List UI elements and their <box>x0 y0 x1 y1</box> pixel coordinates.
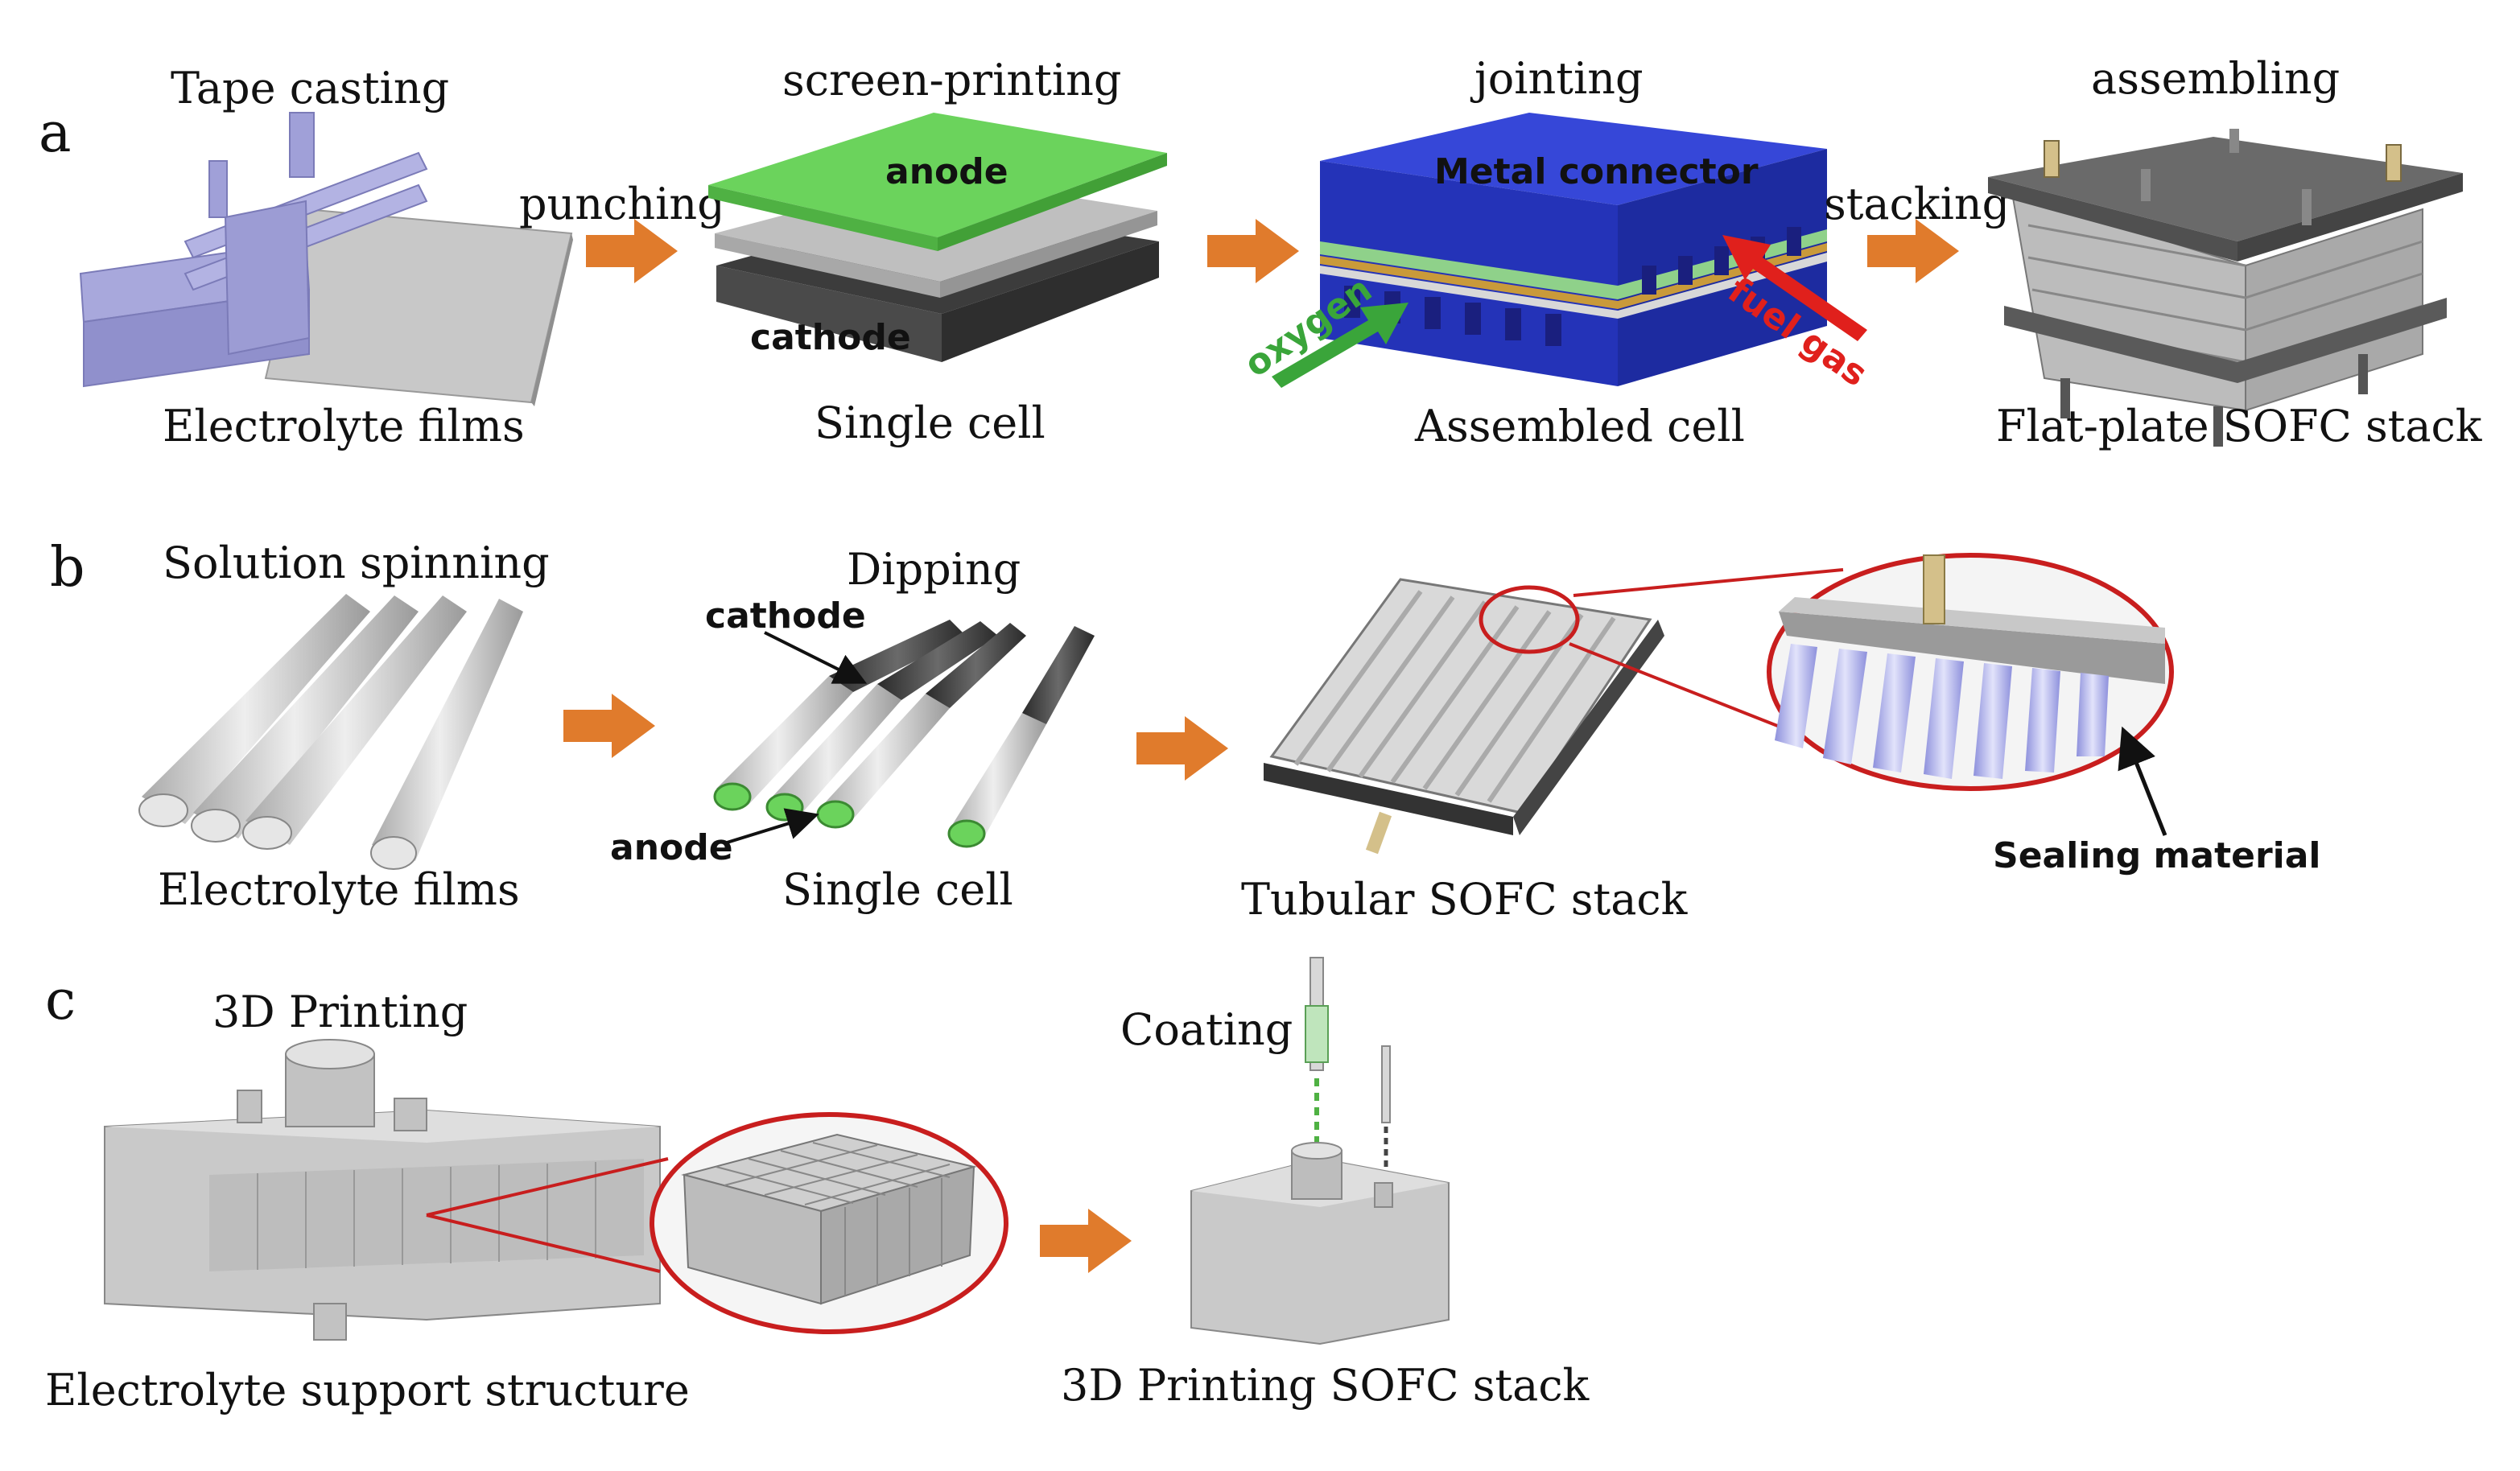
step-punching: punching <box>519 179 725 229</box>
label-anode-a: anode <box>885 151 1008 192</box>
tape-casting-machine-illustration <box>79 112 573 406</box>
caption-single-cell-a: Single cell <box>815 398 1046 448</box>
zoom-leader-line <box>426 1157 669 1217</box>
panel-b-letter: b <box>50 536 85 600</box>
process-arrow <box>1040 1209 1132 1273</box>
assembled-cell-illustration <box>1272 113 1867 388</box>
caption-electrolyte-films-a: Electrolyte films <box>163 401 525 451</box>
label-sealing-material: Sealing material <box>1993 835 2321 876</box>
electrolyte-tubes-illustration <box>138 594 523 870</box>
caption-3d-printing-stack: 3D Printing SOFC stack <box>1061 1360 1590 1411</box>
step-screen-printing: screen-printing <box>782 55 1121 105</box>
support-structure-illustration <box>104 1039 661 1341</box>
step-solution-spinning: Solution spinning <box>163 538 550 588</box>
step-tape-casting: Tape casting <box>171 63 449 113</box>
process-arrow <box>586 219 678 283</box>
flat-plate-stack-illustration <box>1988 129 2463 447</box>
process-arrow <box>563 694 655 758</box>
caption-assembled-cell: Assembled cell <box>1414 401 1745 451</box>
step-dipping: Dipping <box>847 544 1021 595</box>
sealing-zoom-illustration <box>1767 553 2174 836</box>
step-jointing: jointing <box>1470 53 1644 104</box>
single-cell-layers-illustration <box>708 113 1167 362</box>
label-metal-connector: Metal connector <box>1434 151 1759 192</box>
process-arrow <box>1136 716 1228 781</box>
step-stacking: stacking <box>1824 179 2010 229</box>
label-cathode-a: cathode <box>750 317 911 358</box>
process-arrow <box>1867 219 1959 283</box>
tubular-stack-illustration <box>1264 568 1876 855</box>
step-coating: Coating <box>1120 1004 1293 1055</box>
step-assembling: assembling <box>2091 53 2340 104</box>
label-anode-b: anode <box>610 827 733 868</box>
caption-tubular-stack: Tubular SOFC stack <box>1241 874 1689 925</box>
caption-flat-plate-stack: Flat-plate SOFC stack <box>1996 401 2483 451</box>
caption-electrolyte-films-b: Electrolyte films <box>158 864 520 915</box>
label-cathode-b: cathode <box>705 595 866 637</box>
process-arrow <box>1207 219 1299 283</box>
zoom-leader-line <box>426 1213 661 1273</box>
panel-a-letter: a <box>39 101 72 165</box>
caption-support-structure: Electrolyte support structure <box>45 1365 690 1415</box>
panel-c-letter: c <box>45 969 76 1032</box>
dipped-single-cells-illustration <box>713 620 1095 848</box>
caption-single-cell-b: Single cell <box>782 864 1013 915</box>
lattice-zoom-illustration <box>650 1112 1008 1334</box>
printed-stack-illustration <box>1190 957 1450 1345</box>
step-3d-printing: 3D Printing <box>212 987 468 1037</box>
